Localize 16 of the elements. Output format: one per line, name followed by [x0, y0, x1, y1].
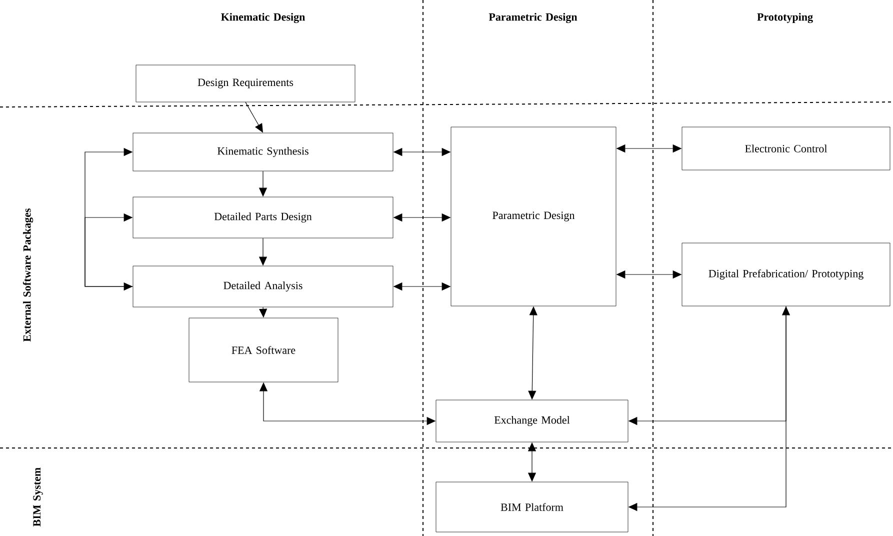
- process-box: Detailed Analysis: [132, 266, 394, 308]
- process-box: Exchange Model: [436, 400, 628, 442]
- process-box: Kinematic Synthesis: [132, 132, 394, 172]
- process-box: Detailed Parts Design: [132, 196, 394, 238]
- process-box: Electronic Control: [682, 126, 890, 170]
- column-heading: Parametric Design: [488, 12, 578, 24]
- column-heading: BIM System: [33, 468, 43, 526]
- process-box: BIM Platform: [436, 482, 628, 532]
- arrow: [84, 213, 134, 287]
- process-box: Parametric Design: [450, 126, 616, 306]
- process-box: Design Requirements: [136, 64, 356, 102]
- process-box: Digital Prefabrication/ Prototyping: [682, 242, 890, 306]
- column-heading: External Software Packages: [22, 208, 34, 342]
- column-heading: Kinematic Design: [221, 12, 305, 24]
- column-heading: Prototyping: [757, 12, 813, 24]
- process-box: FEA Software: [188, 318, 338, 382]
